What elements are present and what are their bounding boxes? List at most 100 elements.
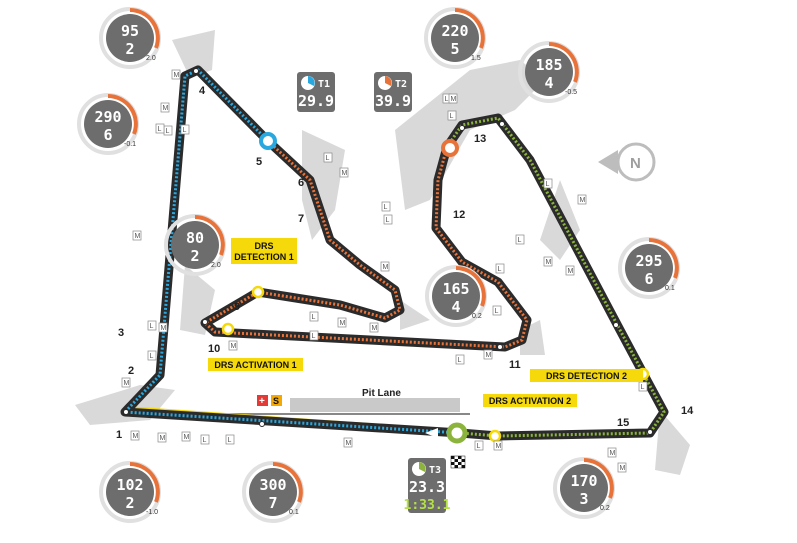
- corner-dots: [123, 68, 653, 435]
- gauge-gear: 7: [268, 494, 277, 512]
- marshal-marker: L: [323, 152, 333, 163]
- drs-label-4: DRS ACTIVATION 2: [483, 394, 577, 407]
- svg-text:+: +: [259, 396, 265, 407]
- gauge-speed: 300: [259, 476, 286, 494]
- svg-text:M: M: [346, 440, 352, 447]
- lap-time: 1:33.1: [404, 498, 451, 513]
- gauge-speed: 80: [186, 229, 204, 247]
- marshal-marker: M: [181, 431, 191, 442]
- svg-text:N: N: [630, 155, 641, 172]
- svg-text:DRS DETECTION 2: DRS DETECTION 2: [546, 371, 627, 381]
- marshal-marker: M: [565, 265, 575, 276]
- gauge-speed: 185: [535, 56, 562, 74]
- marshal-marker: M: [160, 102, 170, 113]
- svg-text:L: L: [384, 204, 388, 211]
- gauge-speed: 165: [442, 280, 469, 298]
- svg-text:L: L: [445, 96, 449, 103]
- gauge-g-force: 0.2: [600, 505, 610, 512]
- marshal-marker: M: [132, 230, 142, 241]
- marshal-marker: M: [337, 317, 347, 328]
- sector-3-line: [445, 116, 666, 438]
- gauge-speed: 102: [116, 476, 143, 494]
- marshal-marker: L: [147, 320, 157, 331]
- svg-text:L: L: [183, 127, 187, 134]
- svg-text:M: M: [620, 465, 626, 472]
- svg-text:L: L: [495, 308, 499, 315]
- turn-number-13: 13: [474, 133, 486, 145]
- gauge-gear: 4: [544, 74, 553, 92]
- turn-number-2: 2: [128, 365, 134, 377]
- gauge-speed: 220: [441, 22, 468, 40]
- turn-number-10: 10: [208, 343, 220, 355]
- turn-number-12: 12: [453, 209, 465, 221]
- svg-text:L: L: [150, 323, 154, 330]
- drs-label-2: DRS ACTIVATION 1: [208, 358, 303, 371]
- turn-number-15: 15: [617, 417, 629, 429]
- svg-text:M: M: [383, 264, 389, 271]
- svg-text:M: M: [184, 434, 190, 441]
- pit-icons: + S: [257, 395, 282, 407]
- marshal-marker: L: [309, 311, 319, 322]
- marshal-marker: L: [163, 125, 173, 136]
- marshal-marker: L: [515, 234, 525, 245]
- marshal-marker: M: [617, 462, 627, 473]
- marshal-marker: M: [493, 440, 503, 451]
- svg-text:M: M: [160, 435, 166, 442]
- marshal-marker: L: [495, 263, 505, 274]
- drs-activation-1-point: [221, 322, 235, 336]
- marshal-marker: L: [155, 123, 165, 134]
- gauge-gear: 5: [450, 40, 459, 58]
- turn-number-14: 14: [681, 405, 694, 417]
- svg-text:DETECTION 1: DETECTION 1: [234, 252, 294, 262]
- svg-text:M: M: [135, 233, 141, 240]
- sector-time: 23.3: [409, 478, 445, 496]
- svg-text:M: M: [451, 96, 457, 103]
- marshal-marker: M: [577, 194, 587, 205]
- gauge-gear: 4: [451, 298, 460, 316]
- svg-text:M: M: [486, 352, 492, 359]
- chequered-flag-icon: [450, 455, 466, 469]
- sector-label: T3: [429, 465, 441, 476]
- marshal-marker: L: [381, 201, 391, 212]
- marshal-marker: M: [483, 349, 493, 360]
- svg-text:M: M: [580, 197, 586, 204]
- turn-number-1: 1: [116, 429, 122, 441]
- svg-text:M: M: [546, 259, 552, 266]
- marshal-marker: L: [638, 381, 648, 392]
- svg-text:M: M: [340, 320, 346, 327]
- svg-text:M: M: [610, 450, 616, 457]
- svg-text:DRS: DRS: [254, 241, 273, 251]
- pit-lane: [160, 398, 470, 415]
- gauge-g-force: 2.0: [146, 55, 156, 62]
- turn-number-5: 5: [256, 156, 262, 168]
- svg-text:DRS ACTIVATION 1: DRS ACTIVATION 1: [214, 360, 296, 370]
- gauge-gear: 2: [125, 40, 134, 58]
- marshal-marker: M: [369, 322, 379, 333]
- sector-2-line: [202, 139, 529, 349]
- svg-text:L: L: [312, 333, 316, 340]
- turn-number-4: 4: [199, 85, 206, 97]
- marshal-marker: L: [309, 330, 319, 341]
- svg-text:L: L: [458, 357, 462, 364]
- svg-text:M: M: [163, 105, 169, 112]
- drs-activation-2-point: [488, 429, 502, 443]
- speed-gauge: 952 2.0: [99, 7, 161, 69]
- gauge-speed: 95: [121, 22, 139, 40]
- svg-text:L: L: [641, 384, 645, 391]
- svg-text:L: L: [312, 314, 316, 321]
- svg-text:M: M: [124, 380, 130, 387]
- gauge-g-force: 0.1: [289, 509, 299, 516]
- marshal-marker: L: [455, 354, 465, 365]
- marshal-marker: L: [180, 124, 190, 135]
